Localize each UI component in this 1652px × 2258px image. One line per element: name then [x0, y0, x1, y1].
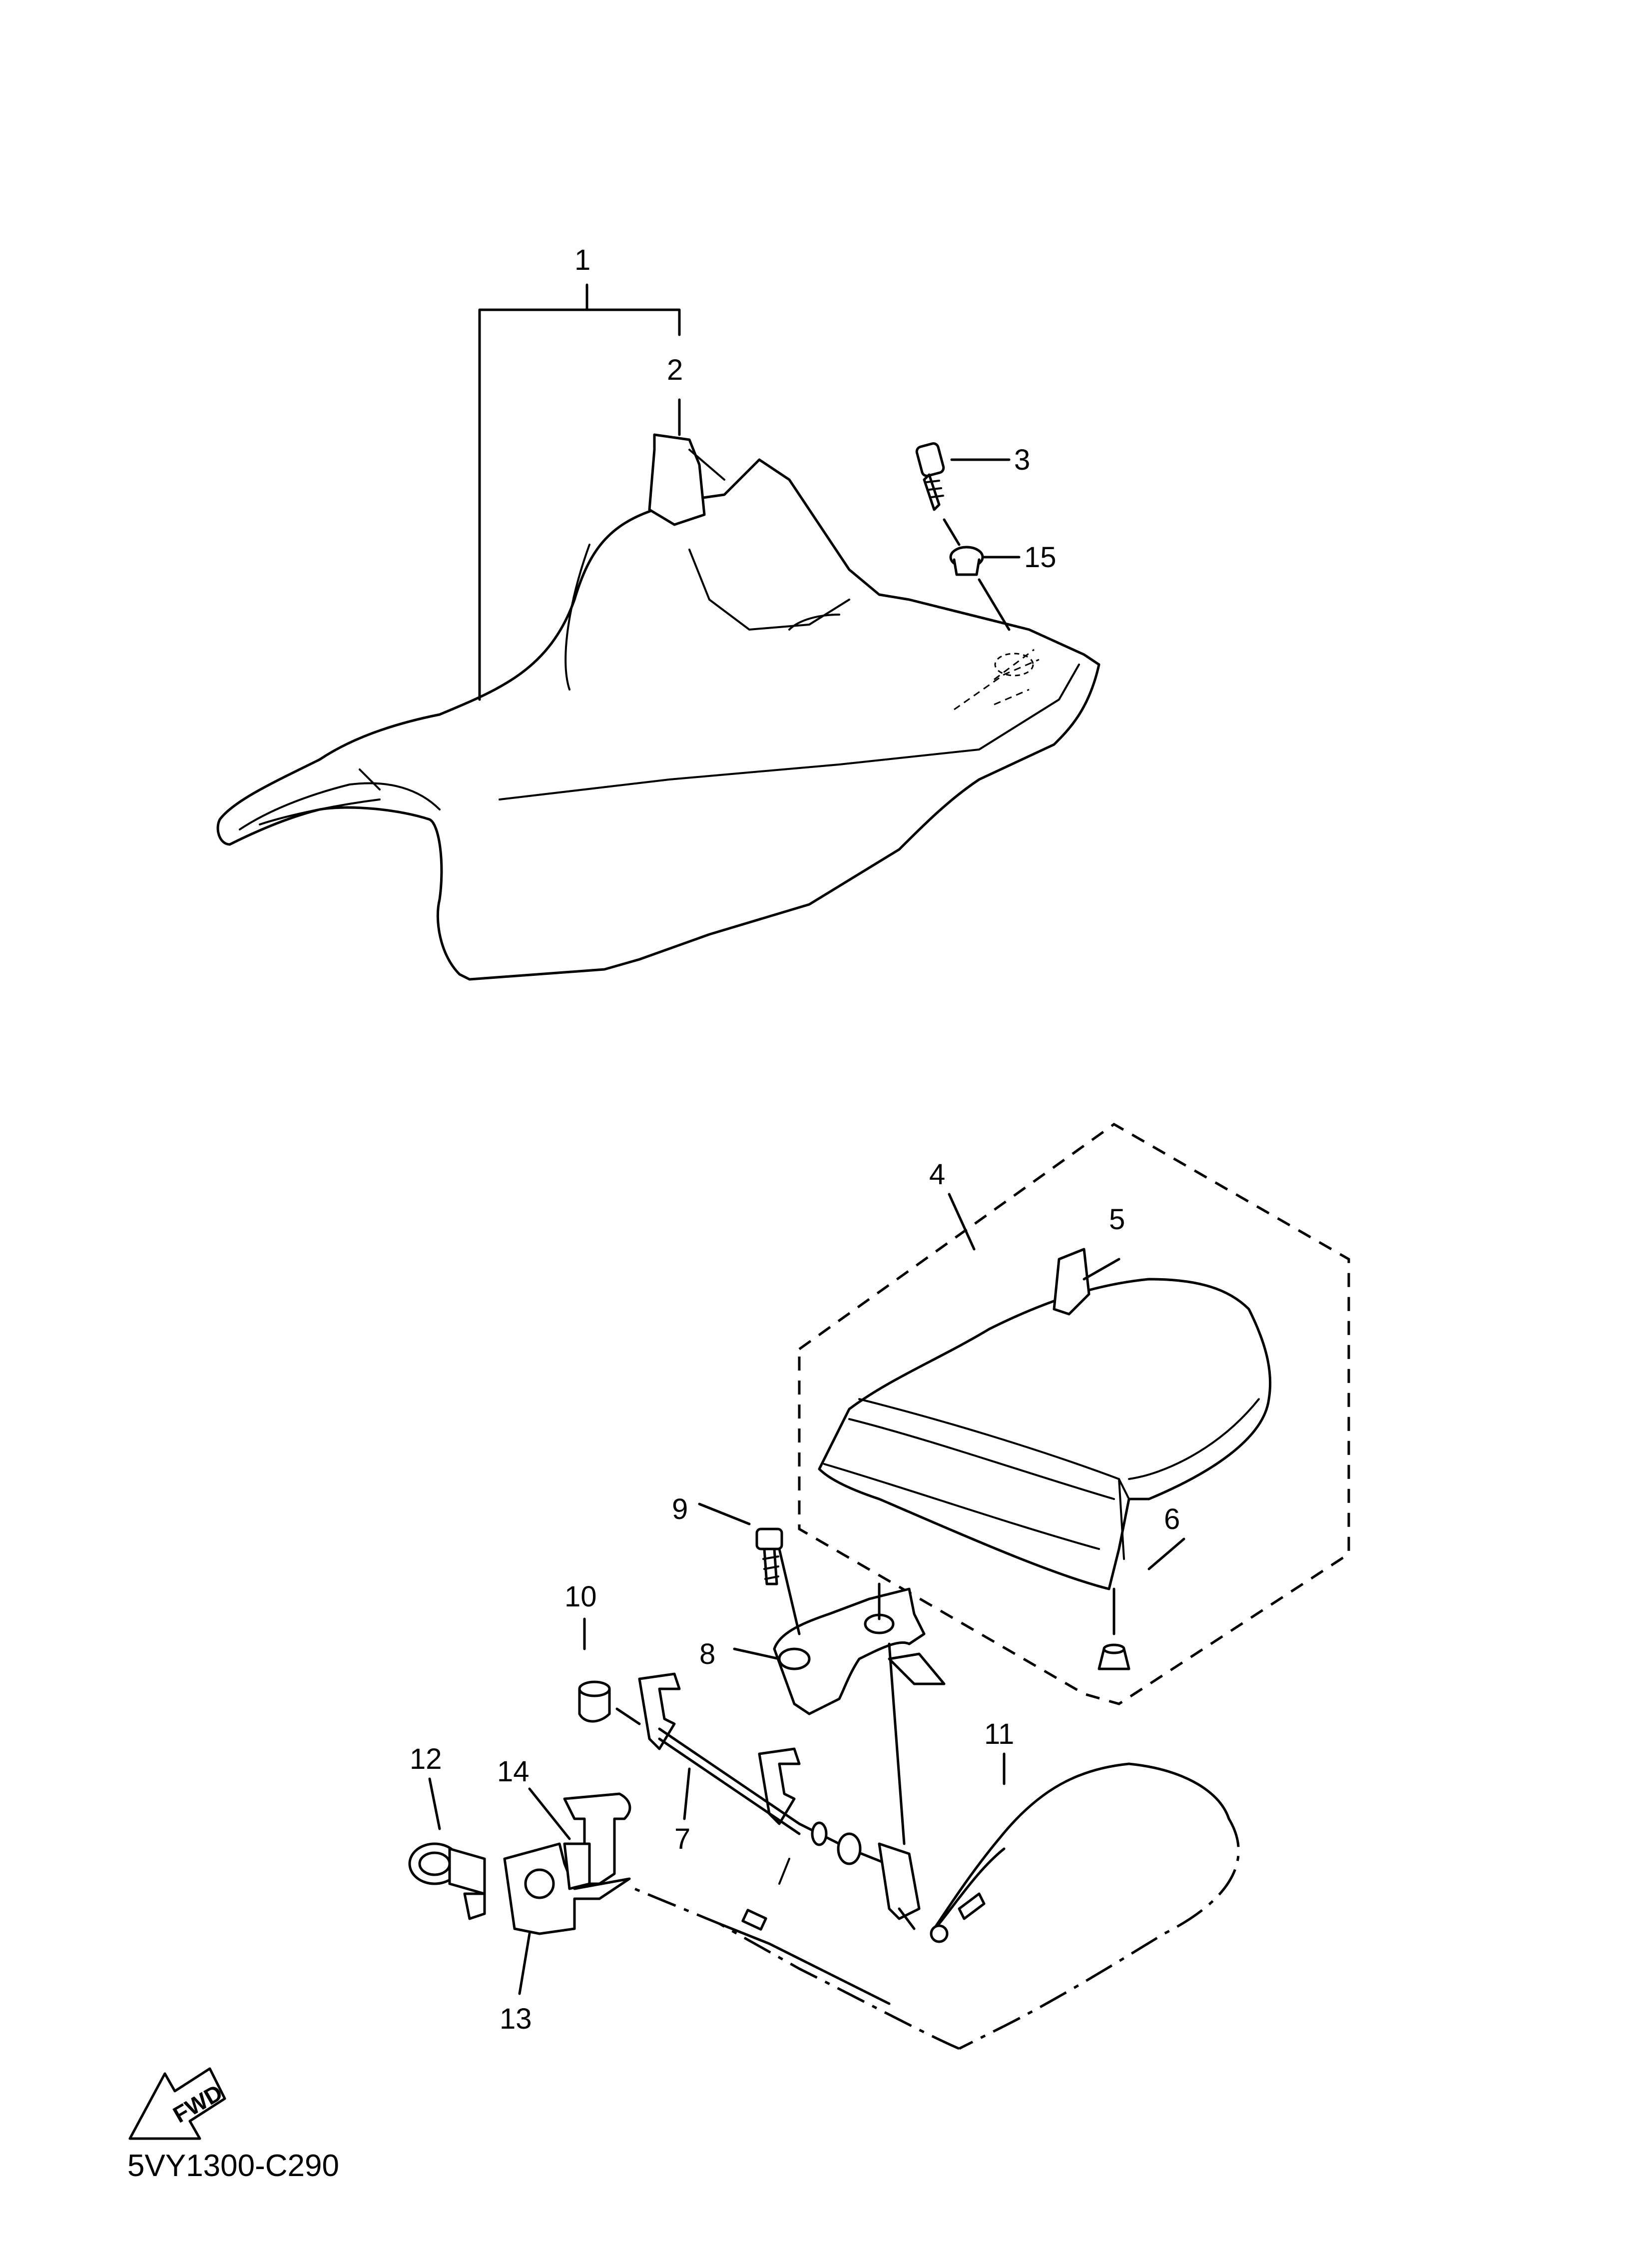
- grommet-15: [949, 546, 1021, 631]
- callout-15: 15: [1024, 541, 1057, 574]
- grommet-6: [1098, 1537, 1185, 1670]
- callout-14: 14: [497, 1755, 530, 1788]
- bracket-8: [733, 1547, 946, 1715]
- callout-bracket-1: [478, 283, 681, 701]
- fwd-arrow-icon: FWD: [128, 2067, 227, 2140]
- front-seat: [216, 433, 1101, 981]
- callout-8: 8: [699, 1638, 715, 1670]
- callout-7: 7: [674, 1823, 690, 1855]
- callout-1: 1: [574, 244, 590, 276]
- lock-cylinder-12: [408, 1777, 486, 1920]
- callout-4: 4: [929, 1158, 945, 1191]
- cable-11: [634, 1752, 1240, 2050]
- callout-10: 10: [564, 1580, 597, 1613]
- callout-5: 5: [1109, 1203, 1125, 1236]
- rear-seat-group: [798, 1123, 1350, 1705]
- rod-7: [638, 1642, 921, 1930]
- lever-14: [528, 1787, 631, 1890]
- callout-12: 12: [410, 1743, 442, 1775]
- callout-11: 11: [984, 1718, 1014, 1750]
- diagram-code: 5VY1300-C290: [127, 2149, 339, 2183]
- collar-10: [578, 1617, 641, 1725]
- callout-2: 2: [667, 354, 683, 386]
- callout-3: 3: [1014, 444, 1030, 476]
- callout-9: 9: [672, 1493, 688, 1525]
- leader-4: [948, 1193, 976, 1251]
- bolt-3: [915, 442, 1011, 546]
- callout-6: 6: [1164, 1503, 1180, 1535]
- callout-13: 13: [500, 2003, 532, 2035]
- housing-13: [503, 1842, 631, 1995]
- bolt-9: [698, 1503, 783, 1585]
